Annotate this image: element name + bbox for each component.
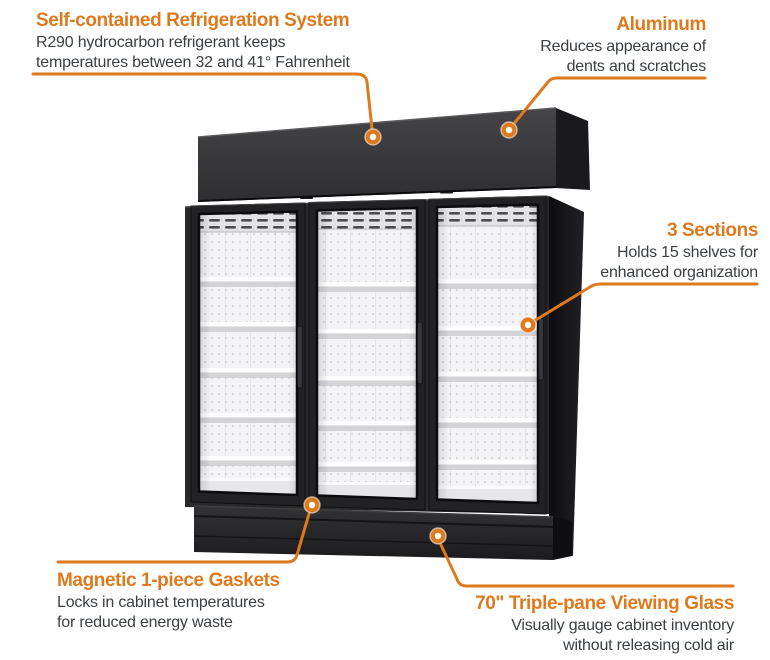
callout-glass-line2: without releasing cold air bbox=[563, 637, 734, 654]
callout-glass: 70" Triple-pane Viewing Glass Visually g… bbox=[475, 592, 734, 656]
cabinet-side-panel bbox=[549, 196, 584, 556]
callout-sections-title: 3 Sections bbox=[666, 220, 758, 241]
callout-sections: 3 Sections Holds 15 shelves for enhanced… bbox=[600, 219, 758, 283]
cabinet-base bbox=[193, 505, 572, 560]
callout-glass-title: 70" Triple-pane Viewing Glass bbox=[475, 593, 734, 614]
shelves-right bbox=[437, 279, 538, 470]
connector-aluminum bbox=[510, 76, 707, 128]
callout-sections-line2: enhanced organization bbox=[600, 264, 758, 281]
callout-dot-glass bbox=[429, 527, 447, 545]
shelves-left bbox=[199, 277, 297, 466]
door-handle-right bbox=[538, 317, 544, 381]
door-middle bbox=[308, 198, 426, 511]
callout-refrigeration-line2: temperatures between 32 and 41° Fahrenhe… bbox=[36, 54, 350, 71]
door-left bbox=[190, 202, 306, 507]
door-left-interior bbox=[199, 211, 297, 495]
callout-gaskets-line1: Locks in cabinet temperatures bbox=[57, 594, 265, 611]
callout-aluminum-line2: dents and scratches bbox=[566, 58, 707, 75]
callout-refrigeration-title: Self-contained Refrigeration System bbox=[36, 10, 350, 31]
callout-refrigeration: Self-contained Refrigeration System R290… bbox=[36, 9, 350, 73]
callout-aluminum: Aluminum Reduces appearance of dents and… bbox=[540, 13, 706, 77]
callout-dot-aluminum bbox=[500, 121, 518, 139]
callout-gaskets-line2: for reduced energy waste bbox=[57, 614, 233, 631]
shelves-middle bbox=[317, 282, 417, 472]
door-right-interior bbox=[437, 204, 538, 503]
callout-sections-line1: Holds 15 shelves for bbox=[617, 244, 758, 261]
callout-glass-line1: Visually gauge cabinet inventory bbox=[511, 617, 734, 634]
callout-dot-refrigeration bbox=[364, 128, 382, 146]
callout-dot-gaskets bbox=[303, 496, 321, 514]
callout-gaskets: Magnetic 1-piece Gaskets Locks in cabine… bbox=[57, 569, 280, 633]
callout-aluminum-line1: Reduces appearance of bbox=[540, 38, 706, 55]
door-handle-middle bbox=[417, 321, 423, 385]
connector-gaskets bbox=[56, 512, 311, 564]
door-right bbox=[428, 195, 547, 515]
top-refrigeration-unit bbox=[197, 107, 590, 202]
callout-refrigeration-line1: R290 hydrocarbon refrigerant keeps bbox=[36, 34, 286, 51]
connector-glass bbox=[439, 543, 735, 588]
connector-sections bbox=[532, 282, 759, 323]
door-middle-interior bbox=[317, 208, 417, 499]
callout-dot-sections bbox=[519, 316, 537, 334]
callout-gaskets-title: Magnetic 1-piece Gaskets bbox=[57, 570, 280, 591]
callout-aluminum-title: Aluminum bbox=[616, 14, 706, 35]
connector-refrigeration bbox=[31, 72, 374, 131]
door-handle-left bbox=[297, 325, 303, 389]
